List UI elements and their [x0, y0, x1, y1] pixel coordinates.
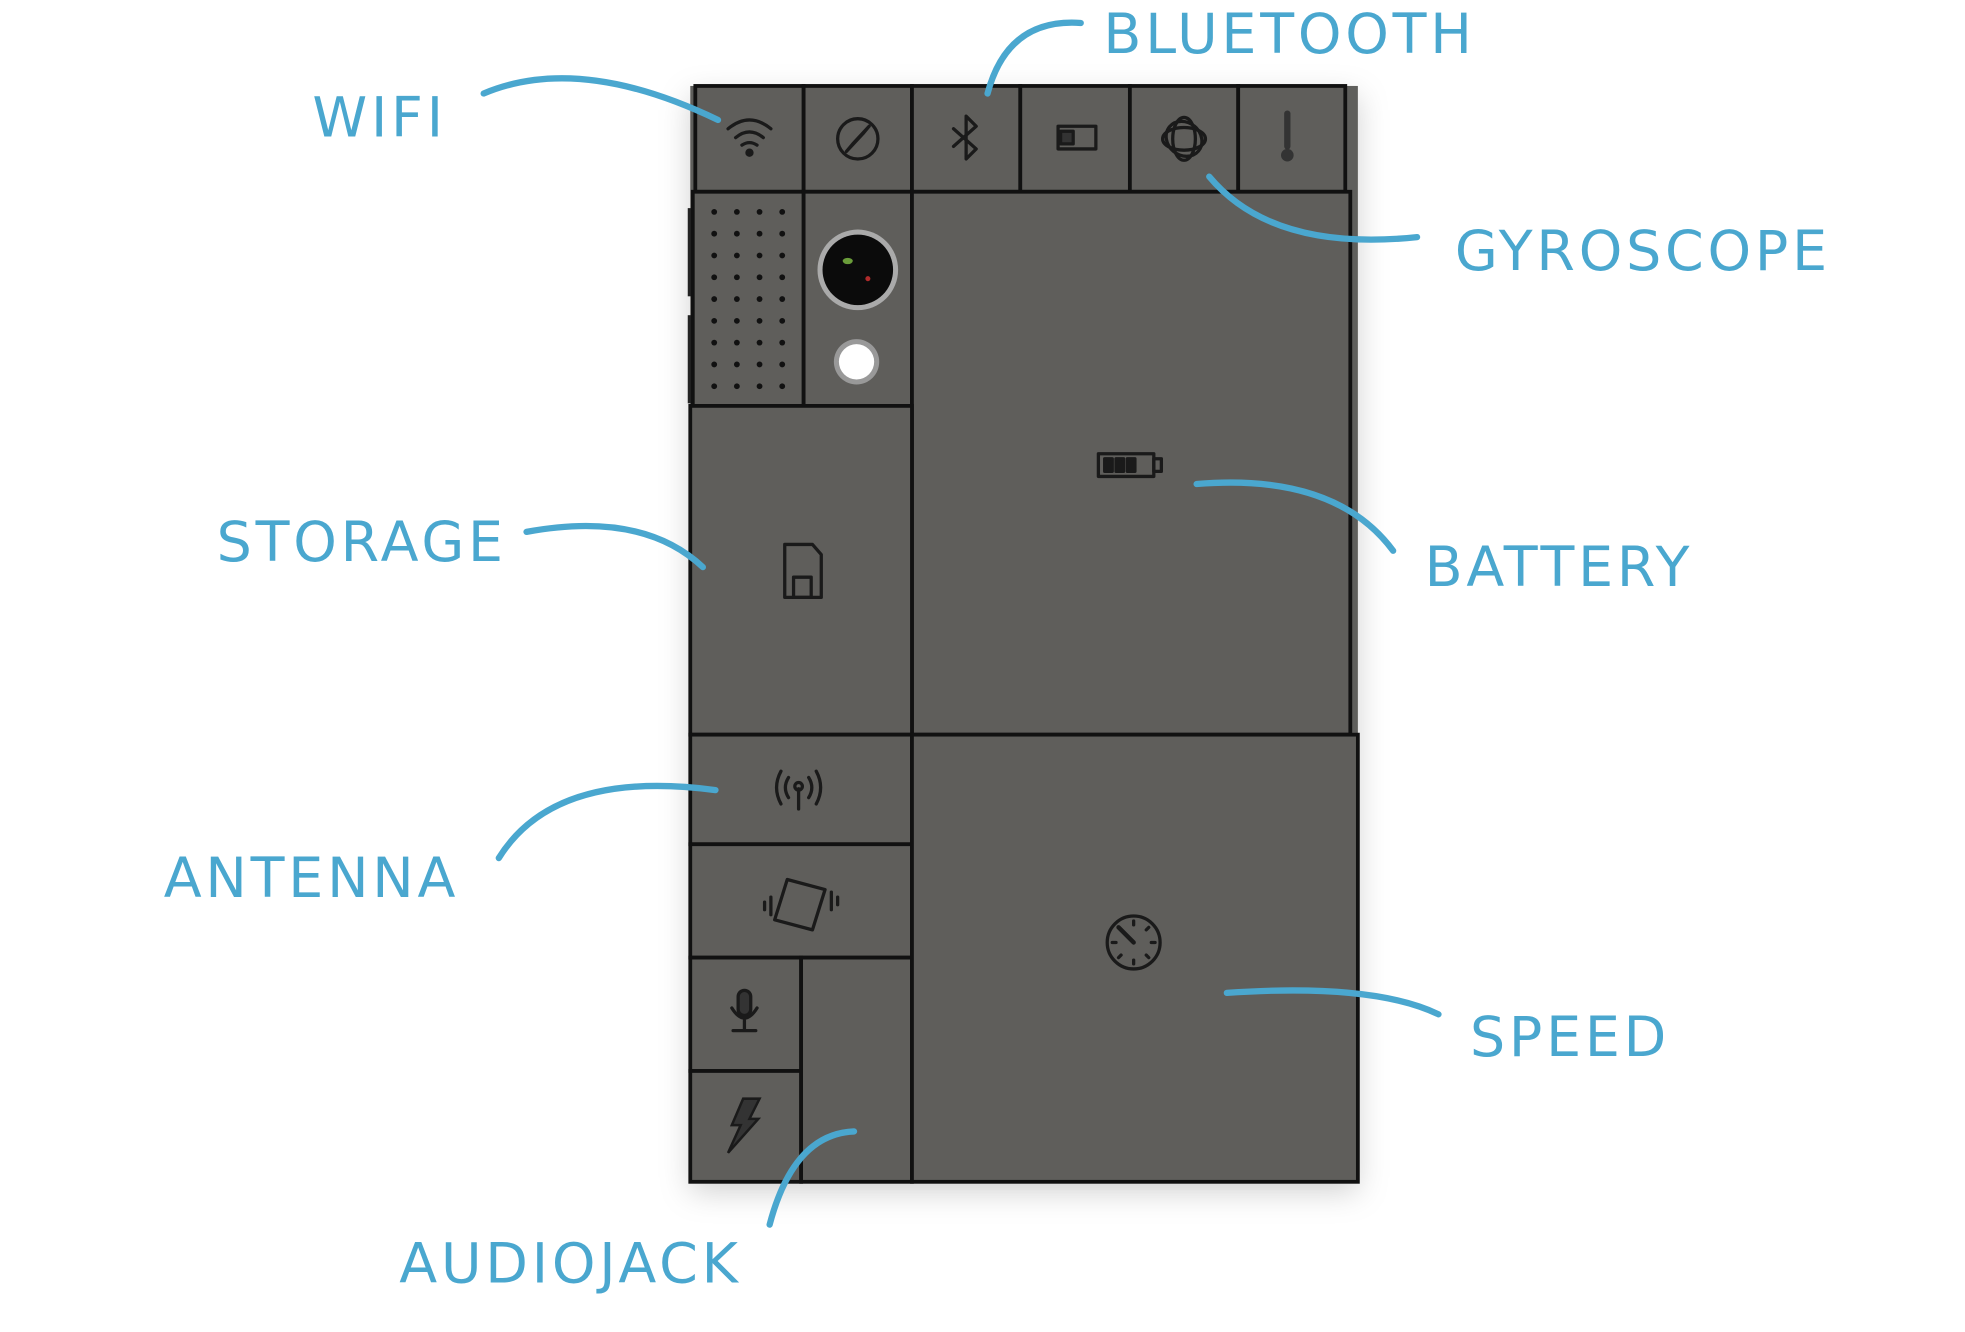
gyroscope-icon [1160, 115, 1208, 162]
sd-card-icon [783, 542, 823, 599]
speaker-hole [733, 209, 740, 215]
sim-card-icon [1056, 124, 1098, 151]
storage-label: STORAGE [217, 511, 507, 575]
speaker-hole [711, 383, 718, 390]
speaker-hole [779, 296, 786, 302]
speaker-hole [711, 230, 718, 237]
speaker-hole [756, 383, 763, 390]
antenna-leader-line [495, 782, 719, 862]
speaker-hole [733, 296, 740, 302]
speed-label: SPEED [1470, 1006, 1670, 1070]
speaker-hole [756, 209, 763, 215]
audiojack-module[interactable] [799, 955, 914, 1184]
speaker-hole [779, 230, 786, 237]
storage-leader-line [523, 522, 707, 571]
speaker-hole [756, 252, 763, 259]
speaker-hole [756, 296, 763, 302]
speaker-hole [756, 361, 763, 368]
bluetooth-icon [951, 114, 978, 161]
camera-lens-icon [817, 229, 899, 311]
microphone-icon [730, 988, 759, 1033]
speedometer-icon [1105, 914, 1162, 971]
speed-leader-line [1223, 987, 1442, 1018]
speaker-hole [711, 339, 718, 346]
antenna-label: ANTENNA [164, 847, 459, 911]
bluetooth-leader-line [984, 19, 1084, 97]
vibration-module[interactable] [688, 842, 914, 960]
compass-icon [836, 117, 880, 161]
speaker-hole [711, 296, 718, 302]
speaker-hole [711, 274, 718, 281]
storage-module[interactable] [688, 404, 914, 737]
speaker-hole [779, 361, 786, 368]
speaker-grille [711, 209, 786, 390]
audiojack-leader-line [766, 1128, 858, 1228]
battery-leader-line [1193, 479, 1397, 554]
speaker-hole [711, 252, 718, 259]
speaker-hole [733, 252, 740, 259]
bluetooth-label: BLUETOOTH [1103, 3, 1475, 67]
speaker-hole [779, 252, 786, 259]
speaker-hole [779, 339, 786, 346]
speaker-hole [733, 317, 740, 324]
wifi-label: WIFI [312, 86, 446, 150]
thermometer-icon [1281, 110, 1294, 162]
speaker-hole [756, 317, 763, 324]
audiojack-label: AUDIOJACK [399, 1233, 741, 1297]
speaker-hole [711, 361, 718, 368]
speaker-hole [756, 274, 763, 281]
gyroscope-module[interactable] [1127, 84, 1241, 194]
wifi-icon [726, 118, 773, 157]
speaker-hole [733, 230, 740, 237]
battery-label: BATTERY [1425, 536, 1694, 600]
speaker-hole [733, 361, 740, 368]
speaker-hole [733, 274, 740, 281]
speaker-hole [756, 339, 763, 346]
speaker-hole [779, 317, 786, 324]
speaker-hole [756, 230, 763, 237]
flash-led-icon [833, 339, 880, 385]
speaker-hole [733, 339, 740, 346]
wifi-leader-line [480, 75, 722, 124]
speaker-hole [779, 209, 786, 215]
speaker-hole [711, 209, 718, 215]
gyroscope-leader-line [1206, 173, 1421, 243]
battery-icon [1096, 452, 1164, 479]
thermometer-module[interactable] [1236, 84, 1348, 194]
speaker-hole [779, 383, 786, 390]
top-row-modules [693, 84, 1348, 194]
wifi-module[interactable] [693, 84, 806, 194]
lightning-icon [726, 1097, 762, 1154]
vibration-icon [762, 877, 840, 932]
gyroscope-label: GYROSCOPE [1455, 220, 1831, 284]
speaker-hole [733, 383, 740, 390]
speed-module[interactable] [910, 732, 1360, 1184]
antenna-icon [774, 769, 823, 811]
speaker-hole [779, 274, 786, 281]
speaker-hole [711, 317, 718, 324]
sim-module[interactable] [1018, 84, 1132, 194]
speaker-module[interactable] [690, 189, 806, 408]
